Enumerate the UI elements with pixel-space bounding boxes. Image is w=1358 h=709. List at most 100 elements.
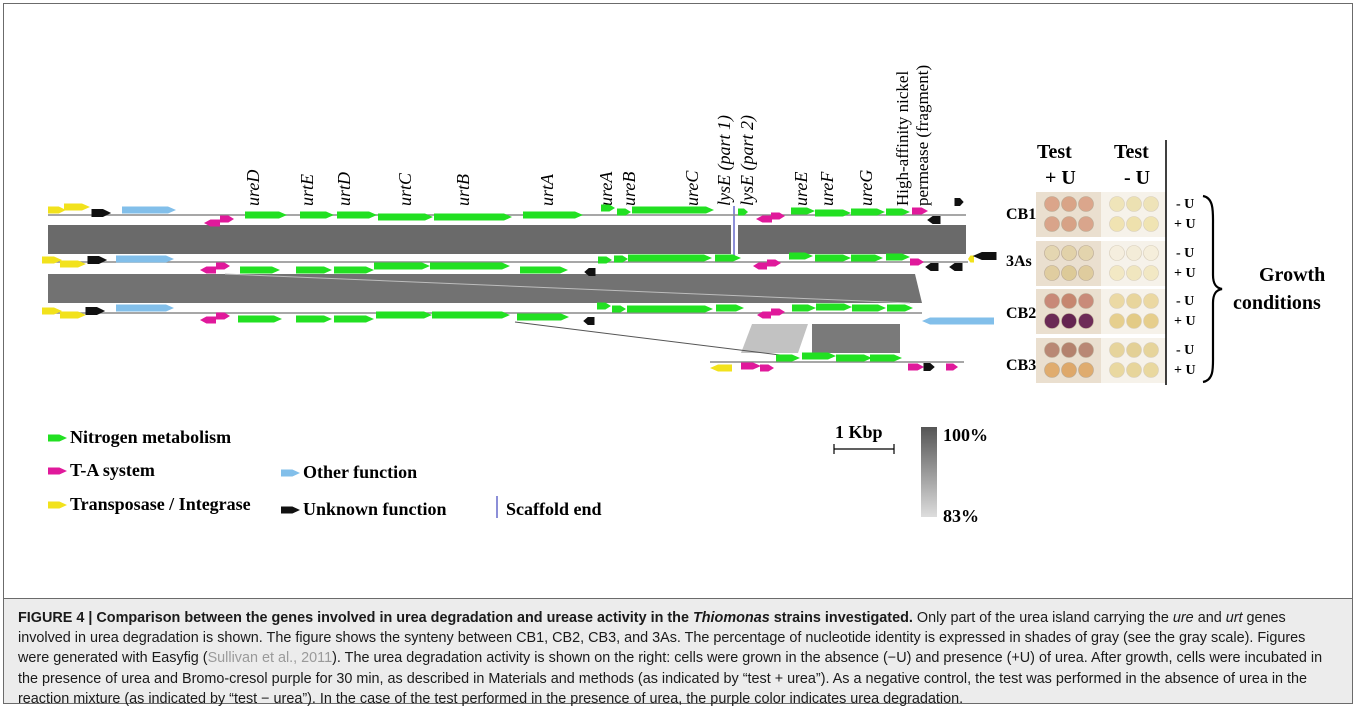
legend-other-swatch [281,469,300,477]
gene-nitrogen [598,256,612,264]
gene-ta [757,311,771,319]
legend-ta-swatch [48,467,67,475]
gene-nitrogen [614,255,628,263]
legend-nitrogen: Nitrogen metabolism [48,427,231,447]
well-test-neg [1109,245,1125,261]
gene-nitrogen [792,304,816,312]
well-test-neg [1109,216,1125,232]
gene-unknown [925,263,939,271]
strain-label-3as: 3As [1006,253,1032,270]
gene-nitrogen [378,213,433,221]
track-cb1 [48,198,966,227]
gene-ta [741,362,761,370]
gene-nitrogen [815,254,851,262]
gene-nitrogen [886,253,910,261]
gene-unknown [949,263,963,271]
gene-label: ureE [791,172,811,206]
genome-tracks [42,198,997,372]
gene-nitrogen [852,304,886,312]
gene-nitrogen [296,266,332,274]
well-test-pos [1078,342,1094,358]
well-test-neg [1143,196,1159,212]
legend-scaffold-label: Scaffold end [506,499,602,519]
caption-genus: Thiomonas [692,610,770,626]
well-test-neg [1109,362,1125,378]
well-test-neg [1143,293,1159,309]
gene-transposase [60,260,86,268]
gene-ta [908,363,924,371]
gene-nitrogen [520,266,568,274]
gene-ta [753,262,767,270]
gene-unknown [85,307,106,315]
gene-transposase [48,206,66,214]
gene-ta [204,219,220,227]
caption-citation-link[interactable]: Sullivan et al., 2011 [207,650,333,667]
legend-unknown-label: Unknown function [303,499,447,519]
label-minus-u: - U [1176,197,1194,212]
strain-label-cb3: CB3 [1006,357,1036,374]
caption-part2: genes involved in urea degradation is sh… [18,610,1306,667]
gene-label: urtB [453,174,473,206]
gene-nitrogen [612,305,626,313]
gene-unknown [923,363,935,371]
gene-ta [200,266,216,274]
legend-ta: T-A system [48,460,155,480]
gene-ta [912,207,928,215]
gene-nitrogen [434,213,512,221]
test-neg-line1: Test [1114,141,1149,163]
gene-nitrogen [802,352,836,360]
well-test-pos [1044,196,1060,212]
gene-transposase [968,255,974,263]
well-test-pos [1061,293,1077,309]
well-test-neg [1126,342,1142,358]
gene-nitrogen [628,254,712,262]
gene-nitrogen [334,315,374,323]
well-test-pos [1061,196,1077,212]
well-test-pos [1044,362,1060,378]
gene-nitrogen [887,304,913,312]
identity-block [812,324,900,353]
gene-ta [220,215,234,223]
gene-other [116,304,174,312]
well-test-pos [1044,245,1060,261]
well-test-pos [1078,313,1094,329]
well-test-pos [1044,313,1060,329]
growth-conditions-label: Growth conditions [1233,264,1325,314]
permease-label: High-affinity nickel permease (fragment) [893,65,932,206]
well-test-neg [1109,342,1125,358]
label-minus-u: - U [1176,294,1194,309]
gene-label: ureC [682,170,702,206]
caption-ure: ure [1172,610,1194,626]
gene-nitrogen [716,304,744,312]
strain-labels: CB1 3As CB2 CB3 [1006,206,1036,374]
gray-scale-min: 83% [943,506,979,526]
gene-ta [767,259,781,267]
gene-transposase [42,256,62,264]
gene-nitrogen [523,211,583,219]
well-test-pos [1078,216,1094,232]
test-neg-line2: - U [1124,167,1150,189]
gene-transposase [64,203,90,211]
gene-label: urtD [334,172,354,206]
gene-other [116,255,174,263]
gene-nitrogen [715,254,741,262]
identity-block [48,225,731,254]
well-test-neg [1126,313,1142,329]
gene-nitrogen [376,311,432,319]
gene-other [122,206,176,214]
gene-ta [216,262,230,270]
well-test-neg [1109,313,1125,329]
well-test-pos [1061,313,1077,329]
gene-other [922,317,994,325]
growth-line2: conditions [1233,292,1321,314]
gene-nitrogen [617,208,631,216]
well-test-neg [1109,265,1125,281]
legend-transposase-swatch [48,501,67,509]
scale-bar-label: 1 Kbp [835,422,883,442]
label-minus-u: - U [1176,343,1194,358]
gene-nitrogen [632,206,714,214]
legend-unknown-swatch [281,506,300,514]
legend-nitrogen-label: Nitrogen metabolism [70,427,231,447]
legend-other-label: Other function [303,462,417,482]
legend-transposase: Transposase / Integrase [48,494,251,514]
